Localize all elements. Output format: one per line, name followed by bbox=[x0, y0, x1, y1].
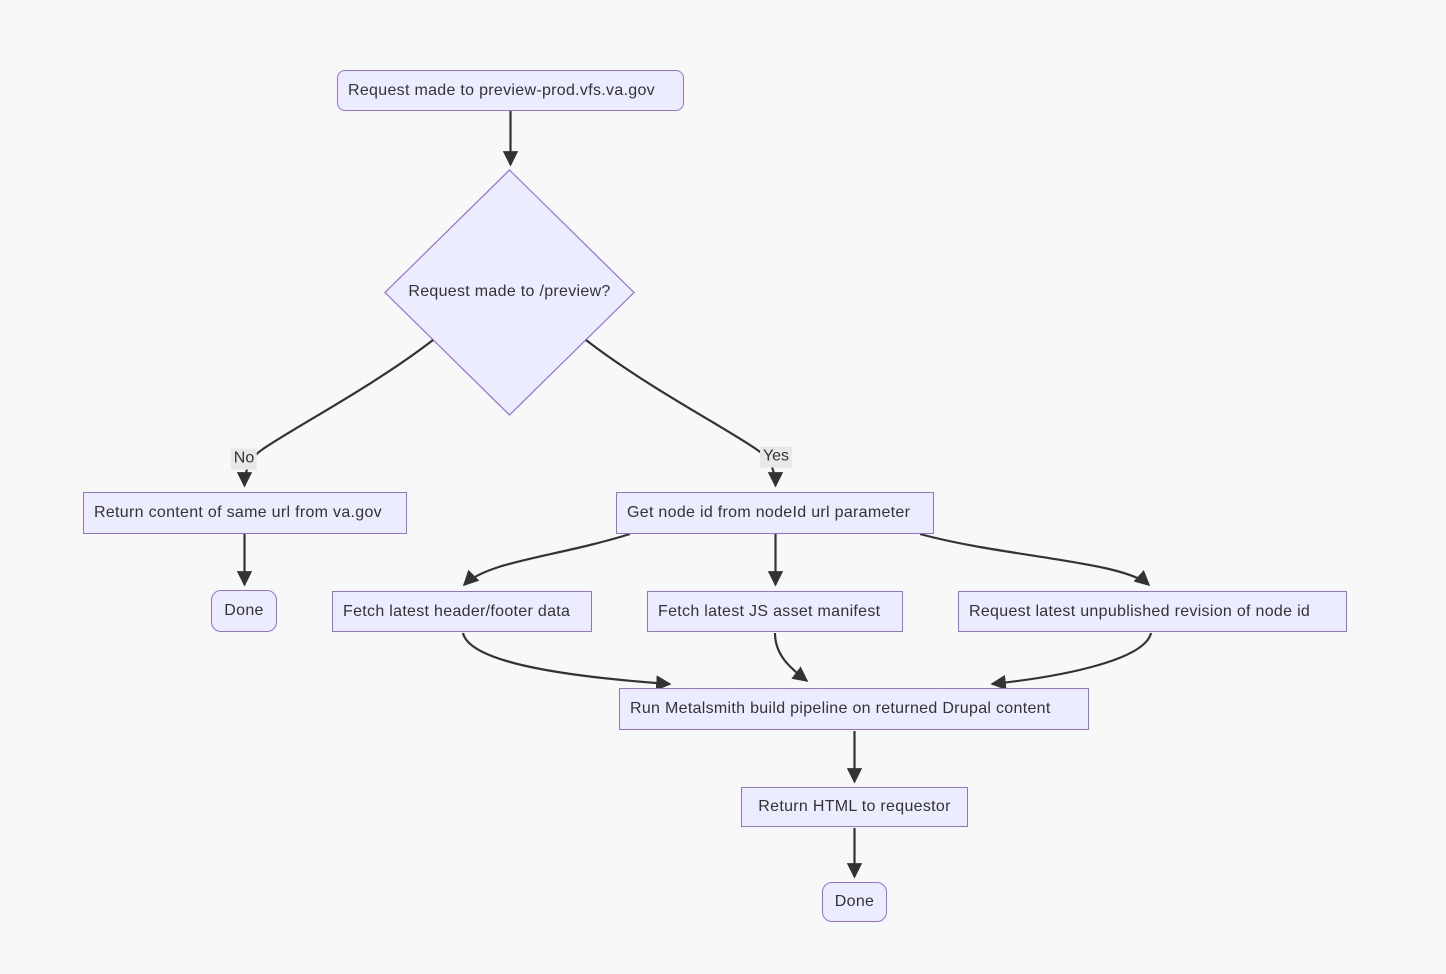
node-label: Fetch latest header/footer data bbox=[343, 602, 571, 620]
node-label: Return content of same url from va.gov bbox=[94, 504, 382, 521]
node-request-preview-prod: Request made to preview-prod.vfs.va.gov bbox=[337, 70, 684, 111]
node-done-bottom: Done bbox=[822, 882, 887, 922]
edge-fetch-rev-to-metalsmith bbox=[990, 632, 1153, 691]
node-fetch-header-footer: Fetch latest header/footer data bbox=[332, 591, 592, 632]
node-label: Get node id from nodeId url parameter bbox=[627, 504, 911, 521]
edge-get-node-id-to-fetch-hf bbox=[462, 532, 631, 587]
node-label: Done bbox=[224, 602, 264, 619]
edge-label-no: No bbox=[230, 448, 258, 470]
edge-decision-to-get-node-id-yes bbox=[585, 339, 784, 488]
node-done-left: Done bbox=[211, 590, 277, 632]
edge-fetch-js-to-metalsmith bbox=[773, 632, 809, 682]
node-label: Request latest unpublished revision of n… bbox=[969, 602, 1311, 620]
node-label: Return HTML to requestor bbox=[758, 798, 951, 815]
edge-decision-to-return-same-no bbox=[236, 339, 434, 488]
node-return-same-url: Return content of same url from va.gov bbox=[83, 492, 407, 534]
node-fetch-js-manifest: Fetch latest JS asset manifest bbox=[647, 591, 903, 632]
edge-label-yes: Yes bbox=[759, 446, 793, 468]
edge-get-node-id-to-fetch-rev bbox=[919, 532, 1151, 587]
decision-diamond-shape bbox=[384, 169, 635, 416]
node-label: Request made to preview-prod.vfs.va.gov bbox=[348, 81, 655, 99]
node-decision-request-preview: Request made to /preview? bbox=[396, 272, 623, 312]
node-label: Run Metalsmith build pipeline on returne… bbox=[630, 700, 1051, 717]
node-label: Done bbox=[834, 893, 875, 910]
node-get-node-id: Get node id from nodeId url parameter bbox=[616, 492, 934, 534]
node-label: Fetch latest JS asset manifest bbox=[658, 602, 881, 620]
node-run-metalsmith-build: Run Metalsmith build pipeline on returne… bbox=[619, 688, 1089, 730]
node-request-unpublished-revision: Request latest unpublished revision of n… bbox=[958, 591, 1347, 632]
edge-fetch-hf-to-metalsmith bbox=[461, 632, 672, 691]
node-label: Request made to /preview? bbox=[408, 283, 611, 300]
node-return-html: Return HTML to requestor bbox=[741, 787, 968, 827]
